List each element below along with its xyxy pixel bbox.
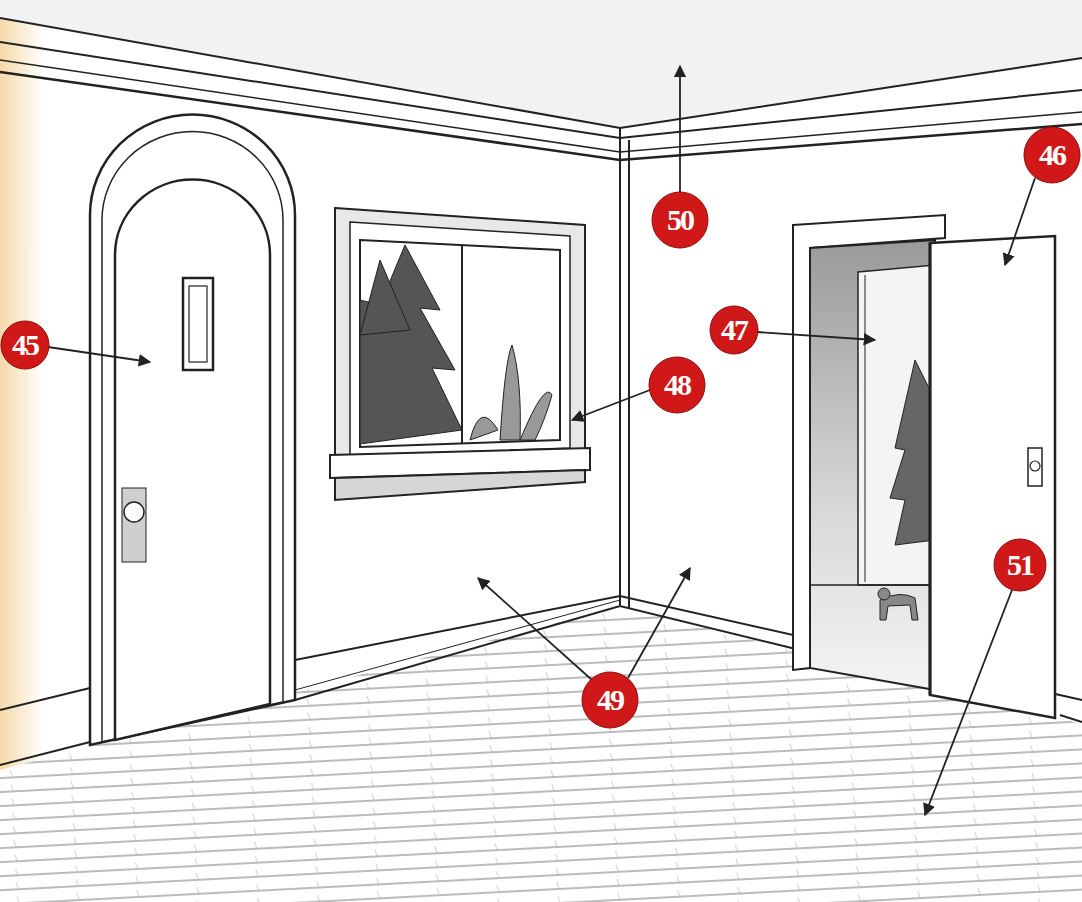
plant bbox=[470, 345, 552, 440]
callout-number: 47 bbox=[721, 315, 747, 345]
callout-circle: 51 bbox=[994, 539, 1046, 591]
ceiling bbox=[0, 0, 1082, 128]
callout-circle: 47 bbox=[710, 306, 758, 354]
callout-circle: 46 bbox=[1024, 127, 1080, 183]
leader-arrow bbox=[48, 66, 1035, 815]
callout-number: 46 bbox=[1039, 140, 1065, 170]
callout-circle: 48 bbox=[649, 357, 705, 413]
callout-circle: 49 bbox=[582, 672, 638, 728]
callout-number: 48 bbox=[664, 370, 690, 400]
open-door bbox=[930, 236, 1055, 718]
cat bbox=[878, 588, 918, 620]
callout-number: 45 bbox=[12, 330, 38, 360]
callout-number: 50 bbox=[667, 205, 693, 235]
wall-corner bbox=[620, 128, 629, 608]
callout-number: 49 bbox=[597, 685, 623, 715]
window bbox=[330, 208, 590, 500]
arched-door bbox=[90, 115, 295, 745]
callout-circle: 50 bbox=[652, 192, 708, 248]
tree bbox=[360, 245, 462, 444]
callout-circle: 45 bbox=[1, 321, 49, 369]
callout-number: 51 bbox=[1007, 550, 1033, 580]
tree bbox=[890, 360, 935, 545]
open-doorway bbox=[793, 215, 945, 690]
